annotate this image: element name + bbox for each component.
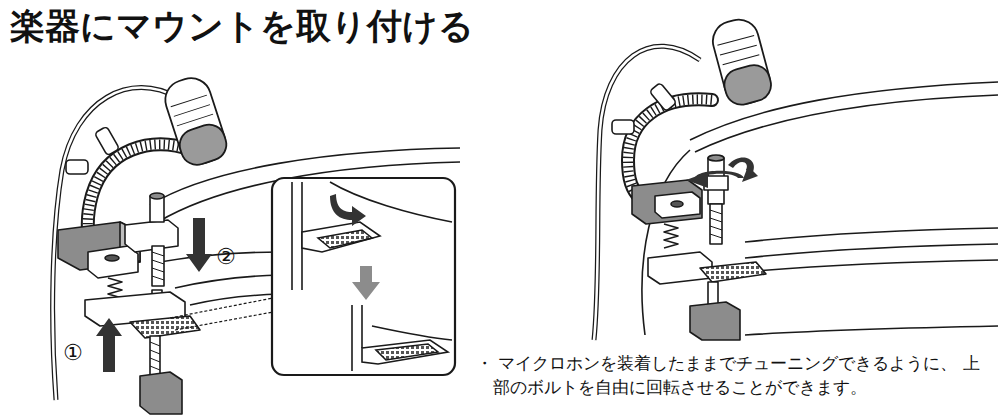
- mount-clamp: [710, 210, 722, 238]
- drum-outline: [175, 275, 280, 288]
- detail-inset: [352, 266, 380, 300]
- cable-clip: [649, 83, 676, 112]
- mount-clamp: [152, 252, 164, 280]
- rotation-arrow: [742, 166, 758, 182]
- mount-clamp: [708, 155, 724, 161]
- detail-inset: [302, 222, 380, 252]
- leader-line: [170, 298, 273, 318]
- mount-clamp: [632, 180, 702, 224]
- cable-clip: [66, 126, 120, 174]
- detail-inset: [372, 326, 452, 340]
- microphone-head: [177, 114, 213, 126]
- callout-number: ②: [216, 242, 236, 273]
- microphone-cable: [53, 88, 178, 400]
- cable-clip: [66, 160, 88, 174]
- detail-inset: [351, 305, 353, 371]
- detail-inset: [291, 182, 293, 290]
- detail-inset: [272, 178, 455, 375]
- microphone-head: [176, 121, 231, 169]
- mount-clamp: [58, 193, 200, 414]
- cable-clip: [94, 126, 119, 156]
- drum-outline: [745, 326, 998, 335]
- direction-arrow: [96, 318, 122, 372]
- rotation-arrow: [686, 172, 708, 188]
- microphone-head: [720, 45, 757, 55]
- mount-clamp: [690, 302, 740, 340]
- microphone-head: [171, 95, 207, 107]
- mount-clamp: [150, 193, 164, 199]
- drum-outline: [642, 82, 998, 335]
- drum-outline: [745, 260, 998, 272]
- mount-clamp: [130, 316, 200, 338]
- mount-clamp: [632, 155, 766, 340]
- direction-arrow: [186, 218, 212, 272]
- drum-outline: [190, 294, 280, 305]
- mount-clamp: [150, 336, 160, 376]
- cable-clip: [612, 83, 677, 134]
- callout-number: ①: [63, 338, 83, 369]
- detail-inset: [330, 194, 366, 226]
- note-text: ・ マイクロホンを装着したままでチューニングできるように、 上部のボルトを自由に…: [476, 352, 986, 400]
- microphone-cable: [53, 88, 178, 400]
- detail-inset: [376, 344, 438, 360]
- mount-clamp: [150, 342, 160, 370]
- cable-clip: [612, 120, 634, 134]
- mount-clamp: [150, 196, 164, 222]
- detail-inset: [272, 178, 455, 375]
- mount-clamp: [664, 224, 678, 248]
- page-title: 楽器にマウントを取り付ける: [10, 2, 474, 51]
- leader-line: [170, 298, 273, 330]
- microphone-head: [174, 105, 210, 117]
- rotation-arrow: [686, 158, 758, 188]
- mount-clamp: [671, 201, 683, 207]
- drum-outline: [642, 150, 690, 335]
- microphone-head: [160, 73, 230, 169]
- drum-outline: [745, 228, 998, 242]
- microphone-head: [717, 36, 754, 46]
- mount-clamp: [700, 262, 766, 282]
- mount-clamp: [152, 246, 164, 286]
- microphone-head: [723, 55, 760, 65]
- microphone-head: [708, 15, 774, 108]
- mount-clamp: [655, 192, 700, 218]
- microphone-cable: [53, 88, 178, 400]
- microphone-head: [708, 15, 774, 108]
- mount-clamp: [140, 372, 182, 414]
- mount-clamp: [88, 246, 138, 278]
- leader-line: [175, 312, 273, 330]
- detail-inset: [361, 305, 363, 348]
- microphone-head: [721, 62, 775, 109]
- detail-inset: [362, 340, 448, 364]
- microphone-head: [160, 73, 230, 169]
- detail-inset: [318, 230, 372, 248]
- mount-clamp: [105, 255, 119, 261]
- direction-arrow: [96, 218, 212, 372]
- mount-clamp: [710, 204, 722, 244]
- drum-outline: [745, 244, 998, 258]
